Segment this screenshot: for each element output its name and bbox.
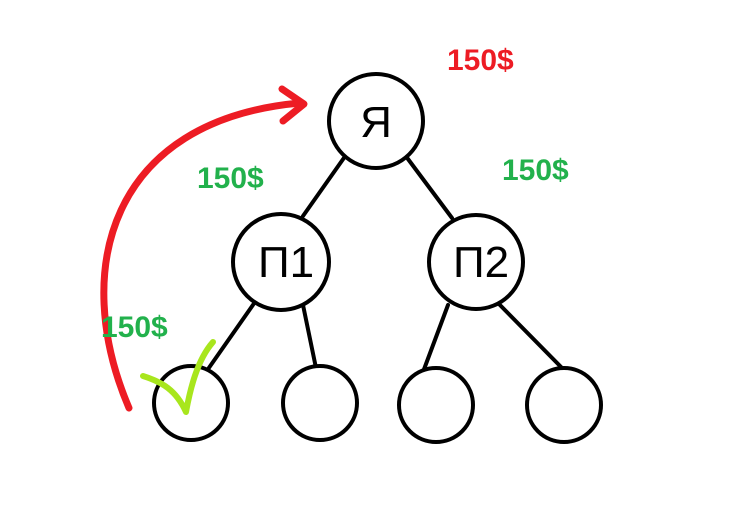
edge-p1-leaf1	[204, 300, 257, 374]
amount-top-red: 150$	[447, 44, 514, 77]
node-label-root: Я	[360, 98, 392, 147]
node-label-p2: П2	[453, 238, 509, 287]
check-mark-icon	[140, 339, 216, 415]
node-leaf4	[525, 366, 603, 444]
node-leaf3	[397, 366, 475, 444]
edge-root-p1	[301, 153, 348, 218]
edge-root-p2	[403, 153, 454, 220]
edge-p2-leaf4	[495, 300, 566, 372]
node-root	[327, 72, 425, 170]
node-label-p1: П1	[258, 238, 314, 287]
amount-left-root: 150$	[197, 162, 264, 195]
node-p1	[231, 212, 331, 312]
edge-p1-leaf2	[301, 303, 318, 370]
curved-arrow-icon	[100, 85, 308, 412]
node-leaf2	[281, 364, 359, 442]
node-p2	[427, 213, 525, 311]
edge-p2-leaf3	[421, 303, 450, 374]
node-leaf1	[152, 364, 230, 442]
amount-right-root: 150$	[502, 154, 569, 187]
amount-left-leaf: 150$	[101, 311, 168, 344]
